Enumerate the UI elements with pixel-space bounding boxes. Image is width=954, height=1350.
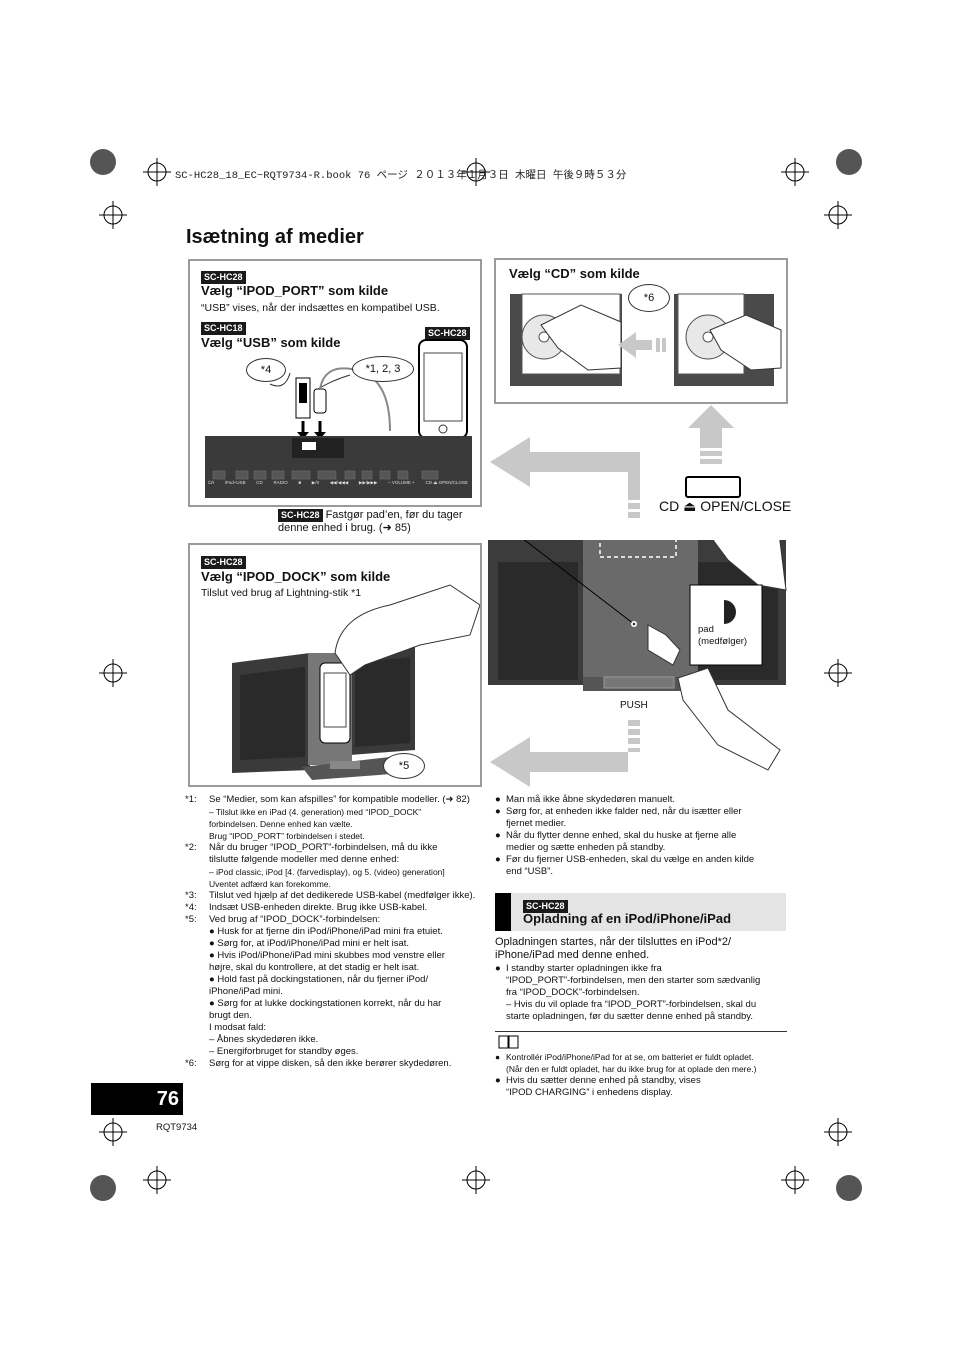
model-badge: SC-HC28 xyxy=(201,556,246,569)
right-bullets: ●Man må ikke åbne skydedøren manuelt. ●S… xyxy=(495,794,787,878)
open-close-label: CD ⏏ OPEN/CLOSE xyxy=(659,498,792,514)
page-number: 76 xyxy=(91,1083,183,1115)
list-item: ●Kontrollér iPod/iPhone/iPad for at se, … xyxy=(495,1052,757,1074)
panel-dock: SC-HC28 Vælg “IPOD_DOCK” som kilde Tilsl… xyxy=(188,543,482,787)
note-divider xyxy=(495,1031,787,1032)
pad-label: pad (medfølger) xyxy=(698,624,748,647)
callout-4: *4 xyxy=(246,358,286,382)
heading-ipod-dock: Vælg “IPOD_DOCK” som kilde xyxy=(201,569,391,584)
list-item: ●Man må ikke åbne skydedøren manuelt. xyxy=(495,794,675,805)
list-item: ●Sørg for, at enheden ikke falder ned, n… xyxy=(495,806,742,829)
doc-code: RQT9734 xyxy=(156,1122,198,1133)
model-badge: SC-HC28 xyxy=(523,900,568,913)
heading-ipod-port: Vælg “IPOD_PORT” som kilde xyxy=(201,283,389,298)
page-title: Isætning af medier xyxy=(186,226,364,248)
open-close-button-illustration xyxy=(685,476,741,498)
footnote: *6: Sørg for at vippe disken, så den ikk… xyxy=(185,1058,452,1069)
footnote: *2: Når du bruger “IPOD_PORT”-forbindels… xyxy=(185,842,445,889)
note-ipod-dock: Tilslut ved brug af Lightning-stik *1 xyxy=(201,587,362,599)
list-item: ●I standby starter opladningen ikke fra“… xyxy=(495,963,761,1022)
list-item: ●Når du flytter denne enhed, skal du hus… xyxy=(495,830,737,853)
dock-illustration xyxy=(232,584,480,780)
heading-cd: Vælg “CD” som kilde xyxy=(509,266,640,281)
charging-section-heading: SC-HC28 Opladning af en iPod/iPhone/iPad xyxy=(495,893,786,931)
unit-front-illustration xyxy=(488,540,787,771)
model-badge: SC-HC28 xyxy=(425,327,470,340)
charging-bullets: ●I standby starter opladningen ikke fra“… xyxy=(495,963,787,1023)
model-badge: SC-HC18 xyxy=(201,322,246,335)
footnote: *1: Se “Medier, som kan afspilles” for k… xyxy=(185,794,470,841)
cd-insert-illustration xyxy=(510,293,782,386)
charging-intro: Opladningen startes, når der tilsluttes … xyxy=(495,936,732,961)
model-badge: SC-HC28 xyxy=(278,509,323,522)
panel-cd: Vælg “CD” som kilde *6 xyxy=(494,258,788,404)
footnote: *3: Tilslut ved hjælp af det dedikerede … xyxy=(185,890,476,901)
footnotes: *1: Se “Medier, som kan afspilles” for k… xyxy=(185,794,485,1070)
file-header: SC-HC28_18_EC~RQT9734-R.book 76 ページ ２０１３… xyxy=(175,170,627,182)
notes: ●Kontrollér iPod/iPhone/iPad for at se, … xyxy=(495,1051,787,1099)
list-item: ●Hvis du sætter denne enhed på standby, … xyxy=(495,1075,701,1098)
callout-6: *6 xyxy=(628,284,670,312)
callout-5: *5 xyxy=(383,753,425,779)
unit-button-labels: ⏻/I iPod+USB CD RADIO ■ ▶/II ◀◀/◀◀◀ ▶▶/▶… xyxy=(208,480,468,485)
book-icon xyxy=(498,1035,519,1049)
heading-usb: Vælg “USB” som kilde xyxy=(201,335,341,350)
panel-usb: SC-HC28 Vælg “IPOD_PORT” som kilde “USB”… xyxy=(188,259,482,507)
push-label: PUSH xyxy=(620,700,648,711)
note-ipod-port: “USB” vises, når der indsættes en kompat… xyxy=(201,302,440,314)
footnote: *4: Indsæt USB-enheden direkte. Brug ikk… xyxy=(185,902,428,913)
callout-123: *1, 2, 3 xyxy=(352,356,414,382)
model-badge: SC-HC28 xyxy=(201,271,246,284)
pad-note: SC-HC28 Fastgør pad’en, før du tager den… xyxy=(278,509,463,534)
usb-illustration xyxy=(205,339,472,498)
list-item: ●Før du fjerner USB-enheden, skal du væl… xyxy=(495,854,755,877)
charging-heading: Opladning af en iPod/iPhone/iPad xyxy=(523,911,732,926)
footnote: *5: Ved brug af “IPOD_DOCK”-forbindelsen… xyxy=(185,914,445,1057)
